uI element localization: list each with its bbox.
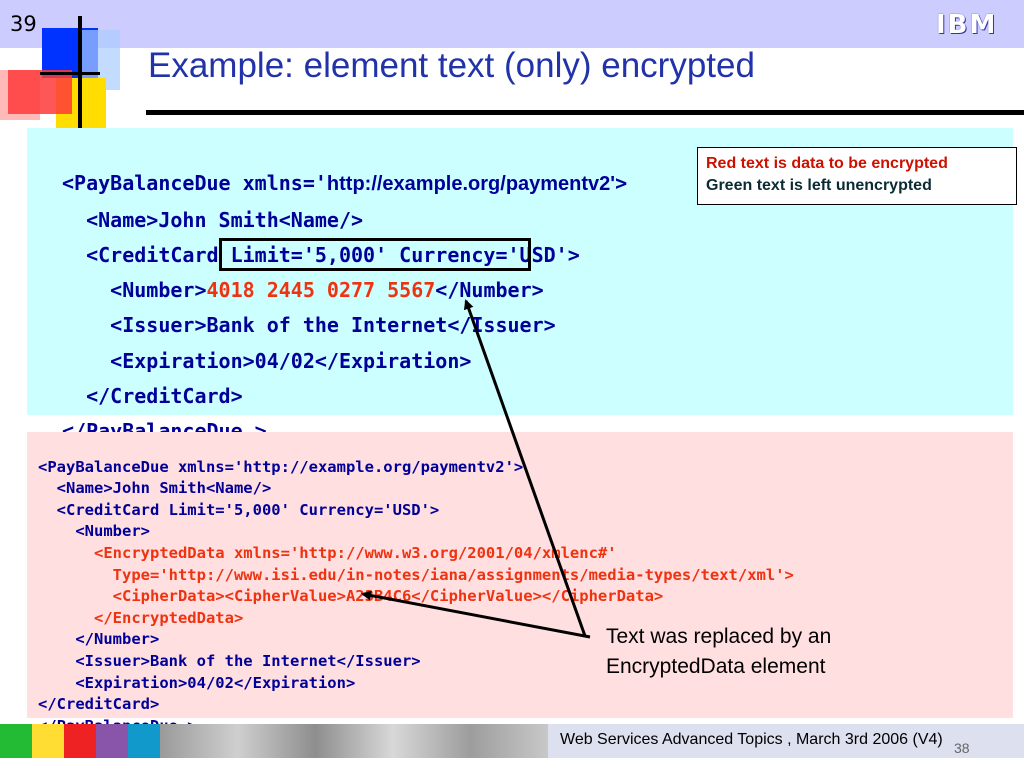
color-legend: Red text is data to be encrypted Green t… bbox=[697, 147, 1017, 205]
code-line: <CreditCard Limit='5,000' Currency='USD'… bbox=[62, 242, 580, 267]
code-line: <Expiration>04/02</Expiration> bbox=[62, 348, 472, 373]
legend-red-text: Red text is data to be encrypted bbox=[706, 155, 948, 172]
code-line: </EncryptedData> bbox=[38, 608, 244, 627]
ibm-logo: IBM bbox=[936, 10, 998, 40]
code-line: Type='http://www.isi.edu/in-notes/iana/a… bbox=[38, 565, 794, 584]
code-line: <PayBalanceDue xmlns='http://example.org… bbox=[62, 171, 628, 196]
code-line: <Issuer>Bank of the Internet</Issuer> bbox=[62, 313, 556, 338]
slide-number: 39 bbox=[10, 12, 37, 36]
code-line: <Name>John Smith<Name/> bbox=[62, 207, 364, 232]
decor-horizontal-line bbox=[40, 72, 100, 75]
code-line: <CipherData><CipherValue>A23B4C6</Cipher… bbox=[38, 587, 664, 606]
title-rule bbox=[146, 110, 1024, 115]
footer-strip bbox=[0, 724, 1024, 758]
code-line: <EncryptedData xmlns='http://www.w3.org/… bbox=[38, 543, 617, 562]
header-band bbox=[0, 0, 1024, 48]
code-line: <Expiration>04/02</Expiration> bbox=[38, 673, 356, 692]
code-line: <PayBalanceDue xmlns='http://example.org… bbox=[38, 457, 524, 476]
card-number-red: 4018 2445 0277 5567 bbox=[206, 278, 436, 303]
code-line: <Issuer>Bank of the Internet</Issuer> bbox=[38, 651, 421, 670]
code-line: </CreditCard> bbox=[62, 384, 243, 409]
code-line: </CreditCard> bbox=[38, 695, 160, 714]
decor-square-red bbox=[8, 70, 72, 114]
footer-text: Web Services Advanced Topics , March 3rd… bbox=[560, 731, 943, 748]
annotation-note: Text was replaced by an EncryptedData el… bbox=[606, 625, 832, 678]
page-title: Example: element text (only) encrypted bbox=[148, 46, 755, 85]
code-line: <Number> bbox=[38, 522, 150, 541]
code-line: <Name>John Smith<Name/> bbox=[38, 479, 272, 498]
footer-page-number: 38 bbox=[954, 740, 970, 756]
legend-green-text: Green text is left unencrypted bbox=[706, 177, 932, 194]
card-number-highlight-box bbox=[219, 238, 531, 271]
code-line: <CreditCard Limit='5,000' Currency='USD'… bbox=[38, 500, 440, 519]
code-line: <Number>4018 2445 0277 5567</Number> bbox=[62, 278, 544, 303]
code-line: </Number> bbox=[38, 630, 160, 649]
original-xml-code: <PayBalanceDue xmlns='http://example.org… bbox=[62, 131, 627, 485]
footer-bar bbox=[548, 724, 1024, 758]
encrypted-xml-code: <PayBalanceDue xmlns='http://example.org… bbox=[38, 435, 794, 759]
